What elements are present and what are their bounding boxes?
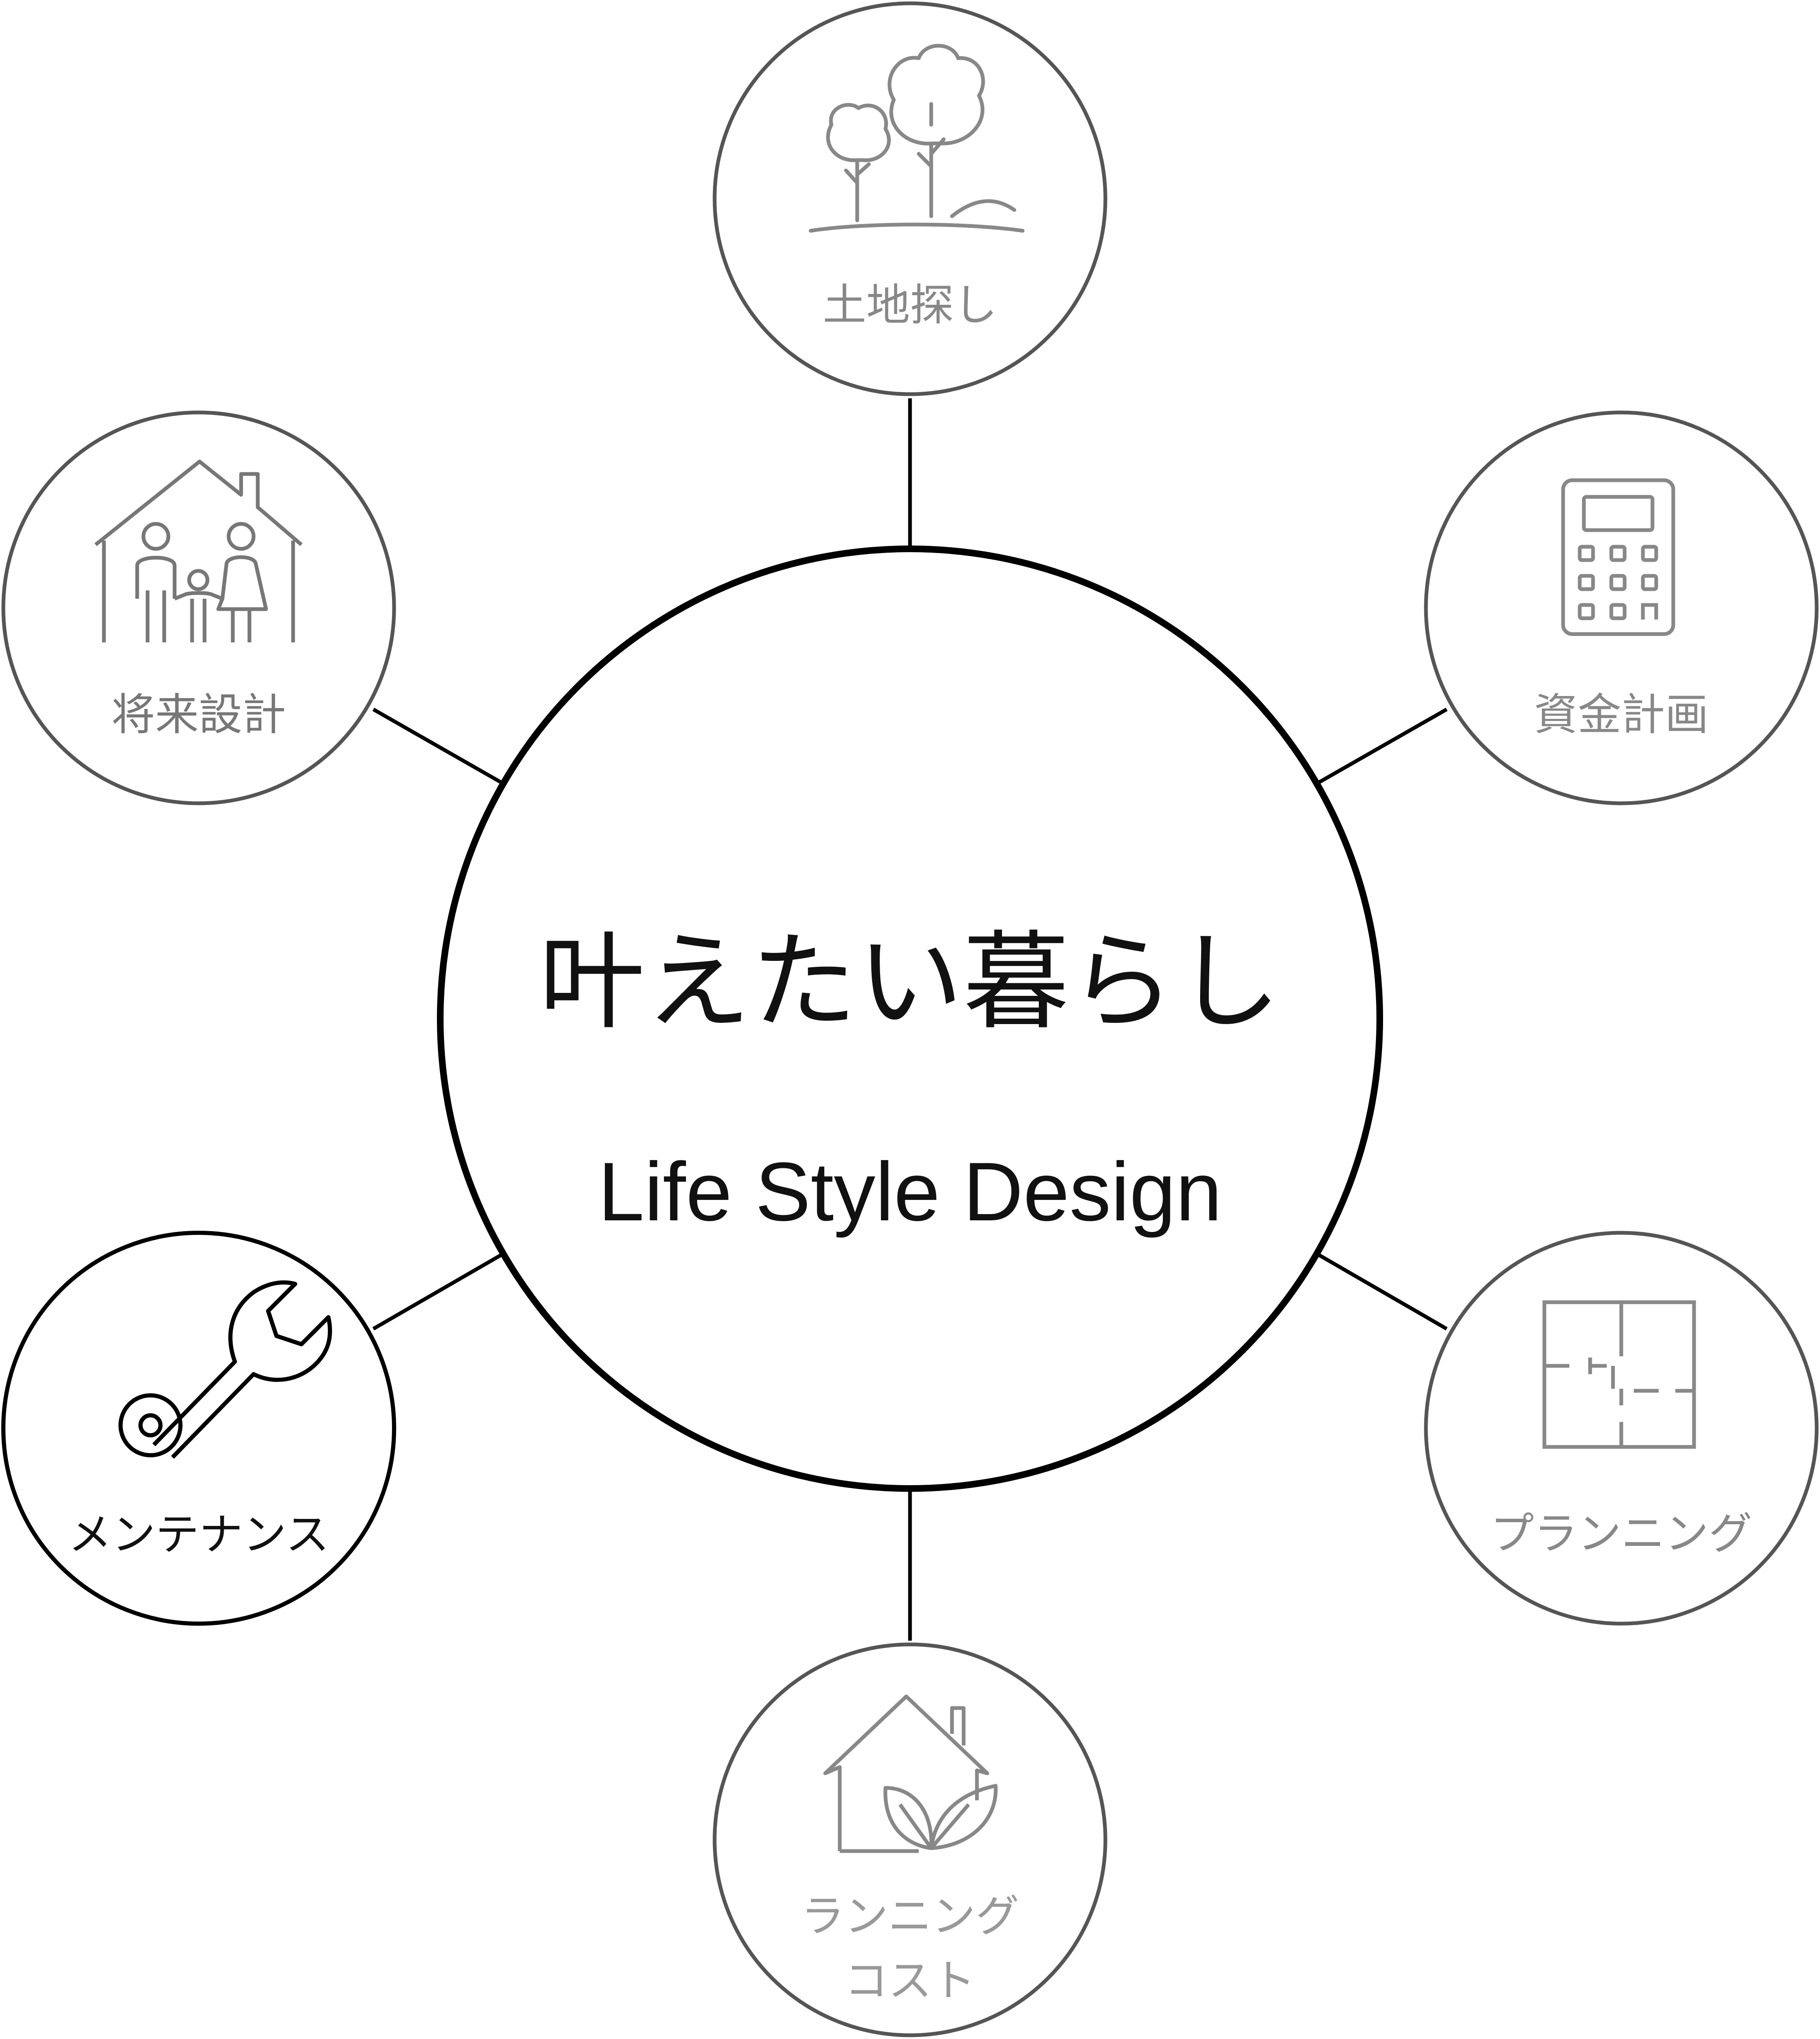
node-label-future: 将来設計	[111, 689, 286, 740]
node-label-running-line1: ランニング	[801, 1891, 1019, 1942]
node-label-land: 土地探し	[823, 280, 997, 331]
connectors	[372, 398, 1448, 1641]
node-label-finance: 資金計画	[1534, 689, 1709, 740]
connector-planning	[1317, 1253, 1448, 1331]
node-label-running-line2: コスト	[844, 1955, 975, 2006]
node-maintenance: メンテナンス	[1, 1231, 396, 1626]
trees-icon	[809, 44, 1025, 233]
center-title: 叶えたい暮らし	[539, 921, 1281, 1044]
connector-finance	[1317, 708, 1448, 784]
floor-plan-icon	[1542, 1300, 1696, 1449]
center-node: 叶えたい暮らし Life Style Design	[437, 546, 1383, 1492]
node-land: 土地探し	[713, 1, 1107, 396]
family-house-icon	[94, 459, 303, 642]
node-label-planning: プランニング	[1490, 1508, 1752, 1559]
connector-future	[372, 708, 503, 784]
calculator-icon	[1561, 478, 1675, 636]
connector-maintenance	[372, 1253, 503, 1331]
node-planning: プランニング	[1424, 1231, 1819, 1626]
center-subtitle: Life Style Design	[598, 1145, 1222, 1238]
node-future: 将来設計	[1, 410, 396, 805]
node-label-maintenance: メンテナンス	[68, 1509, 329, 1560]
node-finance: 資金計画	[1424, 410, 1819, 805]
node-running: ランニング コスト	[713, 1642, 1107, 2037]
wrench-icon	[118, 1280, 332, 1459]
eco-house-icon	[823, 1694, 998, 1853]
